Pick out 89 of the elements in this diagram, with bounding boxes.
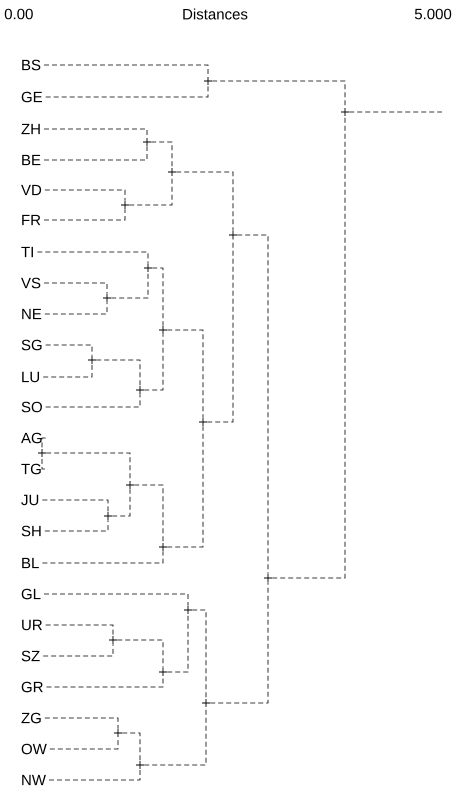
dendrogram-link [42, 364, 92, 378]
dendrogram-link [236, 234, 268, 574]
dendrogram-link [42, 550, 164, 564]
leaf-label: JU [21, 494, 38, 506]
leaf-label: TG [21, 464, 41, 474]
leaf-label: NW [22, 774, 46, 786]
junction-cross [198, 418, 208, 426]
dendrogram-link [152, 268, 164, 326]
dendrogram-link [176, 172, 234, 232]
dendrogram-link [48, 768, 140, 780]
dendrogram-link [96, 360, 140, 386]
leaf-label: GL [22, 588, 40, 600]
dendrogram-link [46, 676, 164, 688]
dendrogram-link [44, 520, 108, 532]
leaf-label: VS [21, 278, 40, 288]
dendrogram-link [44, 302, 108, 314]
leaf-label: GR [22, 682, 43, 692]
leaf-label: FR [22, 214, 40, 226]
junction-cross [104, 512, 112, 520]
junction-cross [158, 326, 168, 334]
junction-cross [264, 574, 272, 582]
dendrogram-link [192, 610, 206, 700]
dendrogram-link [44, 718, 118, 730]
leaf-label: LU [22, 372, 40, 382]
junction-cross [168, 168, 176, 176]
dendrogram-link [206, 238, 234, 422]
dendrogram-link [42, 456, 46, 470]
junction-cross [108, 636, 118, 644]
junction-cross [340, 108, 350, 116]
dendrogram-link [122, 732, 140, 762]
junction-cross [158, 668, 168, 676]
axis-label: 5.000 [414, 8, 452, 20]
leaf-label: OW [22, 744, 47, 754]
dendrogram-link [42, 644, 114, 656]
dendrogram-link [210, 582, 268, 704]
leaf-label: SH [22, 526, 41, 536]
dendrogram-link [45, 394, 140, 408]
dendrogram-link [45, 84, 208, 98]
dendrogram-link [44, 190, 126, 202]
dendrogram-link [44, 208, 126, 220]
junction-cross [202, 698, 210, 708]
junction-cross [120, 200, 130, 210]
dendrogram-link [166, 614, 188, 672]
leaf-label: BS [22, 60, 40, 70]
dendrogram-link [112, 488, 130, 516]
dendrogram-link [42, 500, 108, 512]
dendrogram-link [110, 272, 148, 298]
junction-cross [144, 264, 152, 272]
dendrogram-link [144, 334, 164, 390]
junction-cross [38, 448, 46, 458]
junction-cross [158, 542, 168, 552]
junction-cross [102, 294, 112, 302]
dendrogram-link [44, 282, 108, 294]
leaf-label: TI [21, 246, 33, 258]
junction-cross [136, 760, 144, 770]
axis-label: 0.00 [4, 8, 33, 20]
dendrogram-link [44, 146, 148, 160]
leaf-label: SO [22, 402, 42, 412]
dendrogram-link [272, 116, 346, 578]
leaf-label: NE [22, 308, 42, 320]
leaf-label: VD [21, 184, 42, 196]
leaf-label: AG [21, 432, 42, 444]
junction-cross [204, 76, 212, 86]
junction-cross [114, 728, 122, 738]
junction-cross [136, 386, 144, 394]
leaf-label: BL [22, 558, 39, 568]
leaf-label: ZG [21, 712, 41, 724]
dendrogram-link [166, 330, 204, 418]
leaf-label: SG [22, 340, 42, 350]
dendrogram-link [150, 142, 172, 168]
junction-cross [228, 230, 238, 240]
dendrogram-link [134, 484, 164, 544]
dendrogram-link [42, 438, 46, 450]
leaf-label: GE [22, 92, 42, 102]
junction-cross [88, 356, 96, 364]
leaf-label: SZ [22, 650, 40, 662]
axis-label: Distances [183, 8, 248, 20]
dendrogram-link [45, 344, 92, 356]
dendrogram-link [116, 640, 164, 668]
leaf-label: UR [22, 620, 42, 630]
leaf-label: ZH [21, 124, 40, 134]
dendrogram-link [44, 594, 188, 606]
dendrogram-link [45, 624, 114, 636]
junction-cross [142, 138, 152, 146]
leaf-label: BE [22, 154, 40, 166]
dendrogram-link [36, 252, 148, 264]
junction-cross [184, 606, 192, 614]
dendrogram-link [166, 426, 204, 548]
junction-cross [126, 480, 134, 490]
